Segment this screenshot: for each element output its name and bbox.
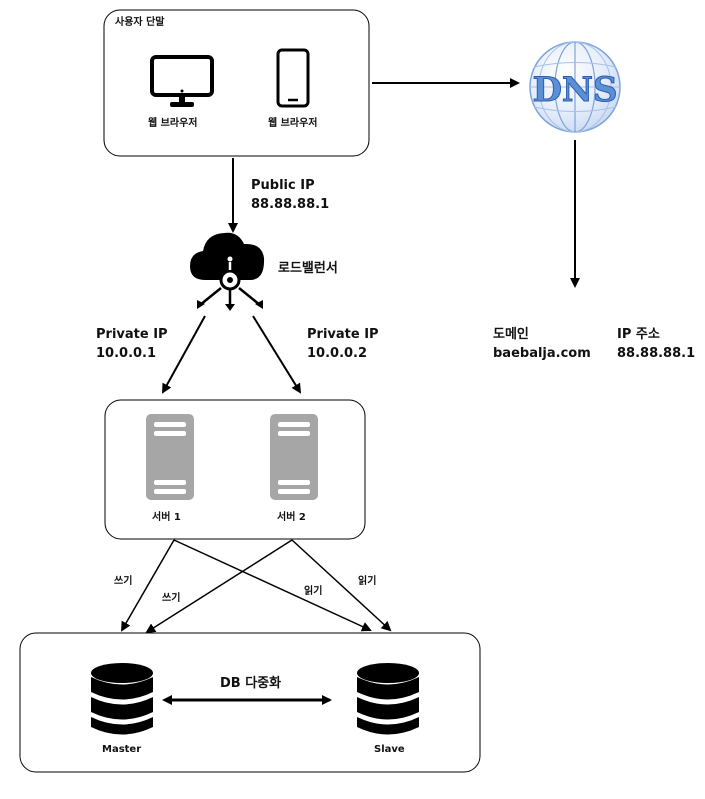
master-label: Master — [102, 744, 142, 755]
dns-domain-header: 도메인 — [493, 327, 529, 342]
load-balancer-label: 로드밸런서 — [278, 261, 338, 276]
client-box — [103, 9, 370, 157]
server2-write-arrow — [145, 539, 293, 634]
dns-domain-value: baebalja.com — [493, 346, 591, 361]
server1-write-arrow — [120, 539, 175, 632]
read-label-1: 읽기 — [304, 586, 323, 597]
server2-read-arrow — [291, 539, 392, 632]
private-ip-1-value: 10.0.0.1 — [96, 346, 157, 361]
monitor-browser-label: 웹 브라우저 — [148, 118, 198, 129]
private-ip-2-label: Private IP — [307, 327, 379, 342]
server-1-label: 서버 1 — [152, 512, 181, 523]
server-2-icon — [270, 414, 318, 500]
server1-read-arrow — [173, 539, 372, 632]
server-2-label: 서버 2 — [277, 512, 306, 523]
monitor-icon — [150, 55, 214, 107]
dns-globe-icon: DNS — [529, 41, 621, 133]
public-ip-value: 88.88.88.1 — [251, 197, 330, 212]
public-ip-label: Public IP — [251, 178, 315, 193]
private-ip-1-label: Private IP — [96, 327, 168, 342]
master-database-icon — [91, 663, 153, 735]
server-1-icon — [146, 414, 194, 500]
smartphone-icon — [276, 48, 310, 108]
client-box-title: 사용자 단말 — [115, 17, 165, 28]
dns-label: DNS — [532, 70, 617, 110]
load-balancer-icon — [190, 232, 265, 311]
server-box — [104, 399, 366, 540]
lb-to-server1-arrow — [162, 315, 206, 394]
replication-label: DB 다중화 — [220, 676, 282, 691]
read-label-2: 읽기 — [358, 576, 377, 587]
slave-database-icon — [357, 663, 419, 735]
lb-to-server2-arrow — [252, 315, 302, 394]
slave-label: Slave — [374, 744, 405, 755]
private-ip-2-value: 10.0.0.2 — [307, 346, 368, 361]
phone-browser-label: 웹 브라우저 — [268, 118, 318, 129]
write-label-2: 쓰기 — [162, 593, 181, 604]
write-label-1: 쓰기 — [114, 576, 133, 587]
dns-ip-value: 88.88.88.1 — [617, 346, 696, 361]
dns-ip-header: IP 주소 — [617, 327, 660, 342]
